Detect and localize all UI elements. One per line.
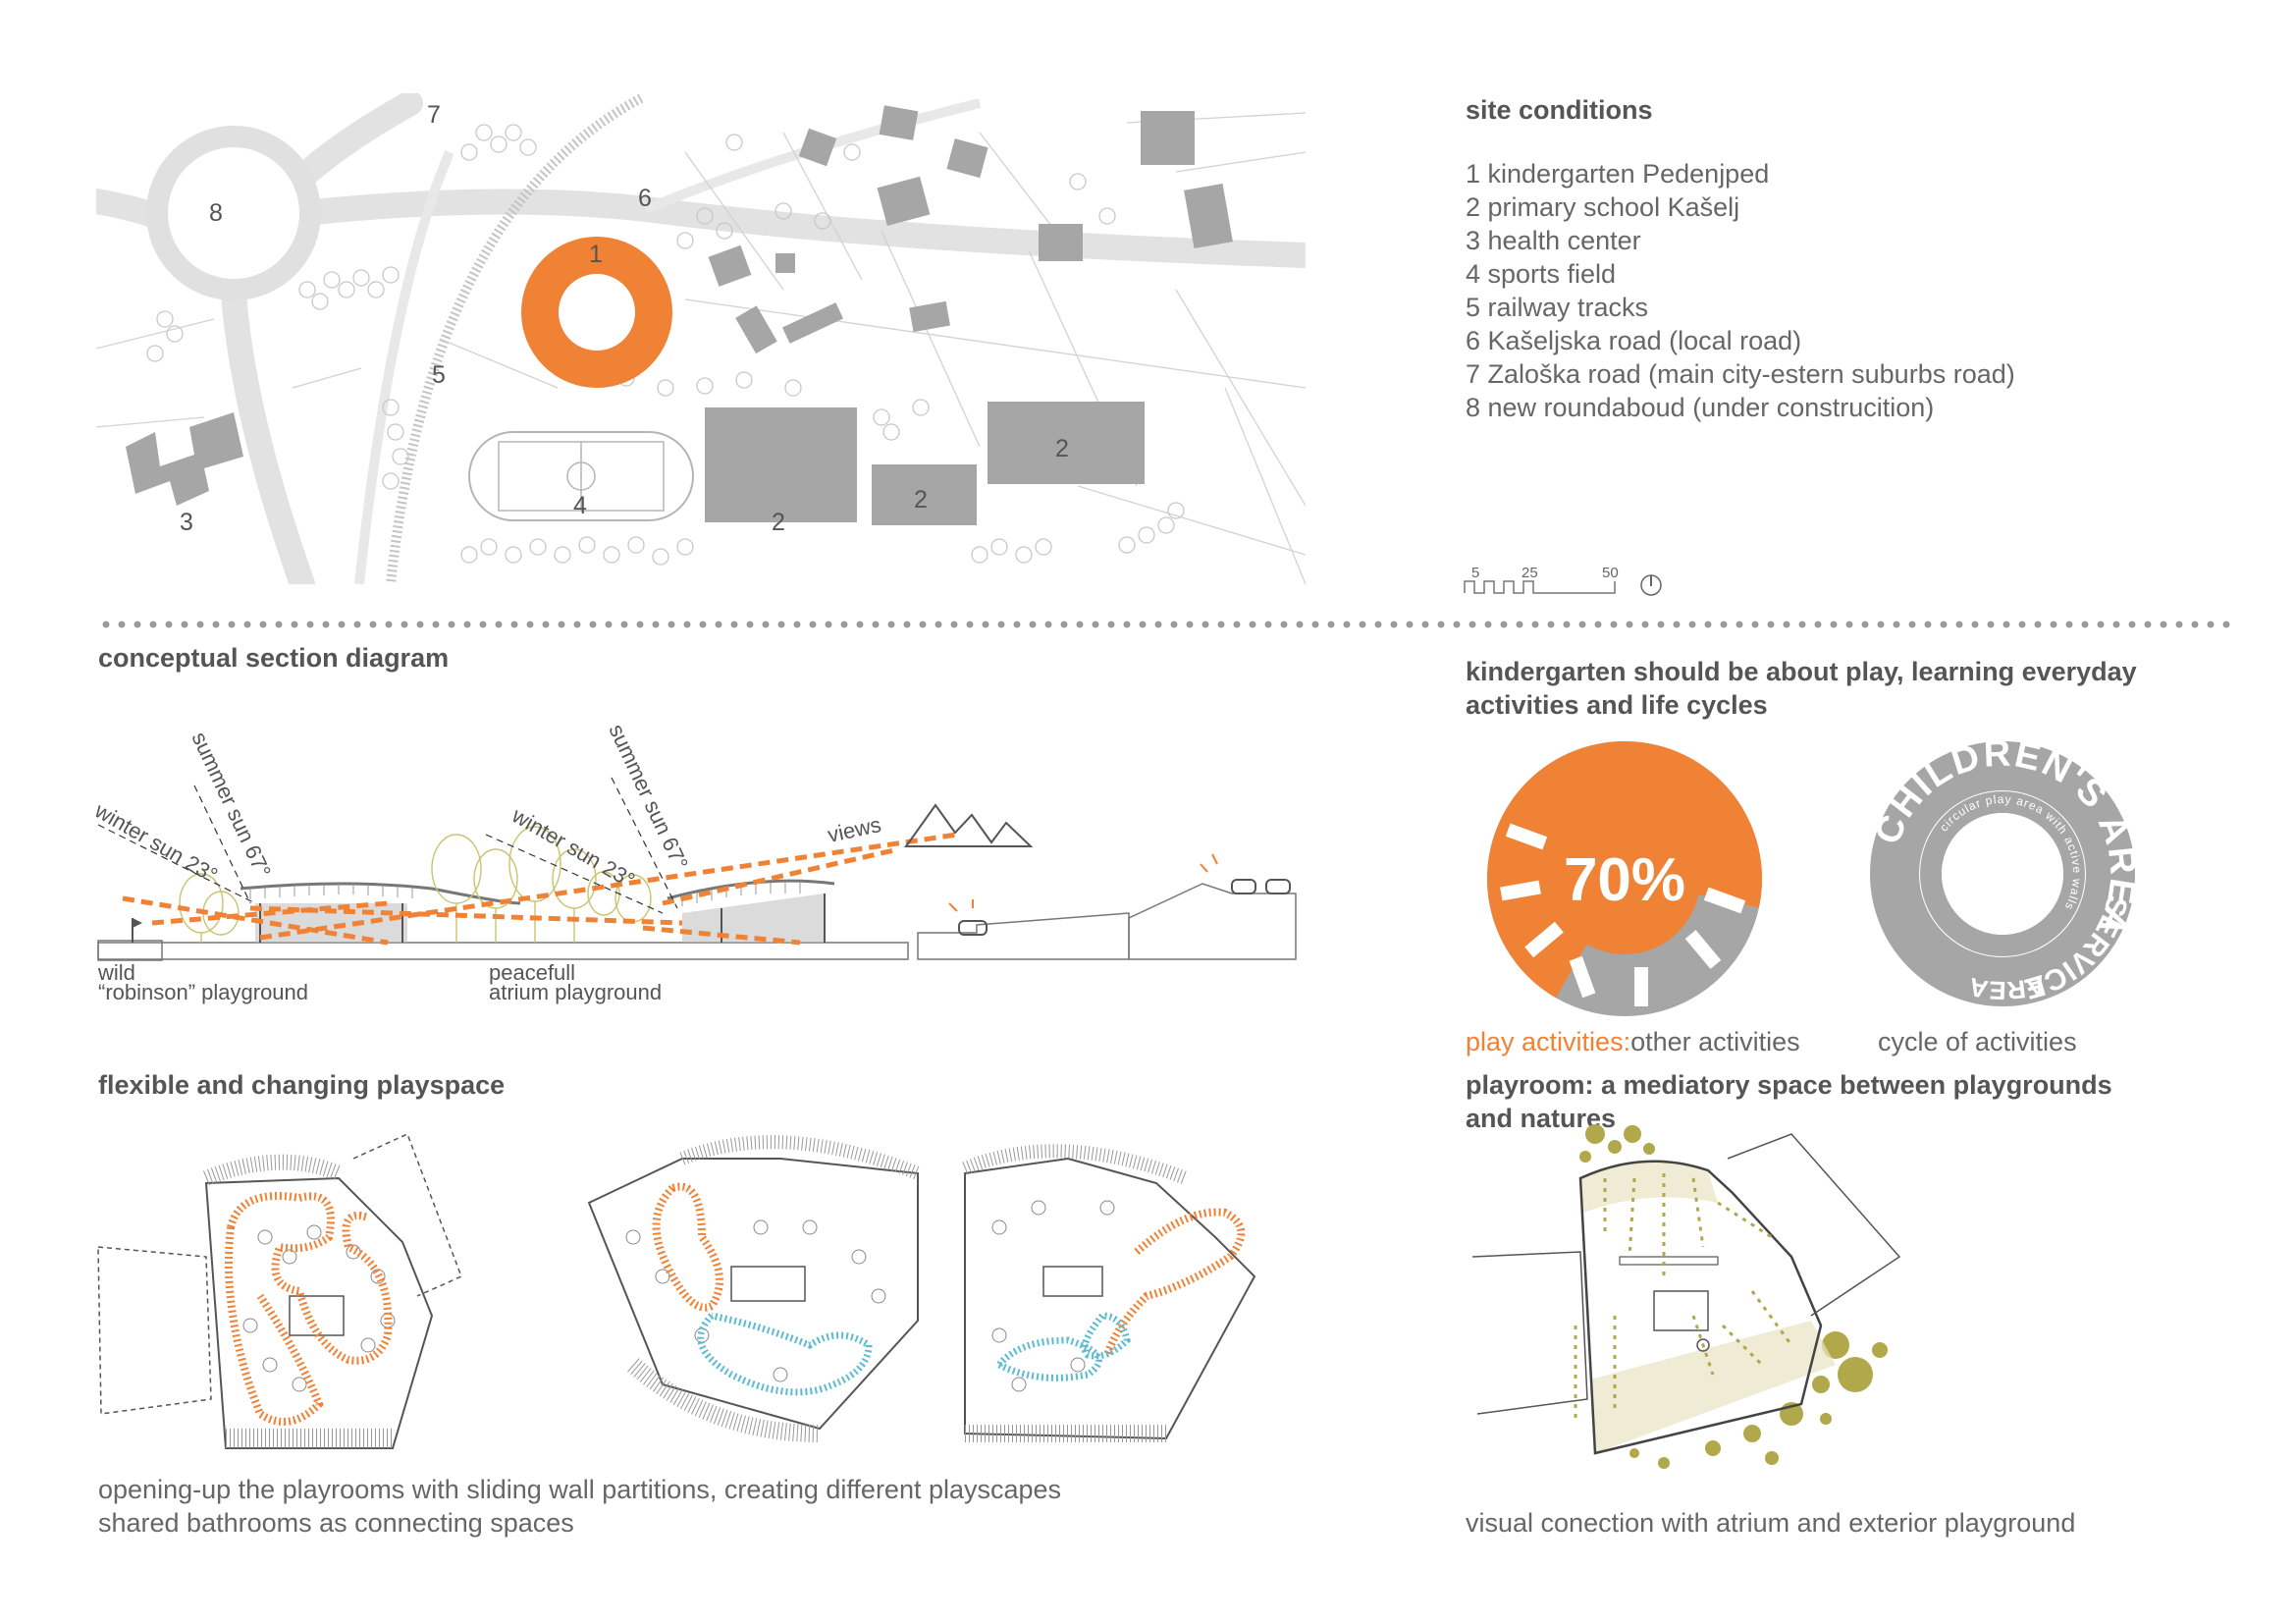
list-item: 7 Zaloška road (main city-estern suburbs… <box>1466 359 2015 389</box>
playspace-caption-line2: shared bathrooms as connecting spaces <box>98 1508 574 1538</box>
playspace-caption-line1: opening-up the playrooms with sliding wa… <box>98 1475 1062 1504</box>
map-label-2b: 2 <box>914 486 928 514</box>
site-conditions-list: 1 kindergarten Pedenjped 2 primary schoo… <box>1466 157 2015 424</box>
play-title-line2: activities and life cycles <box>1466 690 1768 720</box>
section-title: conceptual section diagram <box>98 643 450 673</box>
play-caption-other: other activities <box>1630 1027 1800 1056</box>
winter-sun-right-label: winter sun 23° <box>507 802 639 893</box>
playspace-plan-2 <box>587 1135 921 1442</box>
list-item: 1 kindergarten Pedenjped <box>1466 159 1770 189</box>
map-label-3: 3 <box>180 509 193 536</box>
playspace-plan-1 <box>97 1132 462 1449</box>
play-caption: play activities:other activities <box>1466 1025 1800 1058</box>
play-title-line1: kindergarten should be about play, learn… <box>1466 657 2137 686</box>
atrium-label: atrium playground <box>489 980 662 1004</box>
map-label-5: 5 <box>432 361 446 389</box>
views-label: views <box>826 812 883 847</box>
playroom-plan <box>1471 1124 1901 1469</box>
map-label-2a: 2 <box>772 509 785 536</box>
map-label-7: 7 <box>427 101 441 129</box>
playroom-caption: visual conection with atrium and exterio… <box>1466 1508 2076 1538</box>
play-caption-play: play activities <box>1466 1027 1624 1056</box>
cycle-of-activities-ring: CHILDREN'S AREA SERVICE AREA circular pl… <box>1867 733 2142 1006</box>
play-activities-pie: 70% <box>1487 741 1762 1016</box>
playspace-plan-3 <box>962 1144 1256 1442</box>
site-conditions-title: site conditions <box>1466 95 1653 125</box>
map-label-2c: 2 <box>1055 435 1069 462</box>
peacefull-label: peacefull <box>489 960 575 985</box>
list-item: 8 new roundaboud (under construcition) <box>1466 393 1935 422</box>
winter-sun-left-label: winter sun 23° <box>93 797 222 888</box>
wild-label: wild <box>97 960 135 985</box>
summer-sun-right-label: summer sun 67° <box>604 721 692 874</box>
list-item: 4 sports field <box>1466 259 1617 289</box>
map-label-6: 6 <box>638 185 652 212</box>
play-percent: 70% <box>1564 846 1685 914</box>
scale-label-25: 25 <box>1522 565 1538 581</box>
scale-bar: 5 25 50 <box>1464 565 1662 596</box>
site-plan-map: 1 2 2 2 3 4 5 6 7 8 <box>96 93 1306 584</box>
north-arrow-icon <box>1640 574 1662 596</box>
list-item: 3 health center <box>1466 226 1641 255</box>
list-item: 6 Kašeljska road (local road) <box>1466 326 1802 355</box>
dotted-divider <box>98 621 2233 628</box>
list-item: 2 primary school Kašelj <box>1466 192 1740 222</box>
map-label-1: 1 <box>589 241 603 268</box>
scale-label-5: 5 <box>1471 565 1479 581</box>
list-item: 5 railway tracks <box>1466 293 1649 322</box>
map-label-8: 8 <box>209 199 223 227</box>
playspace-title: flexible and changing playspace <box>98 1070 506 1100</box>
playroom-title-line1: playroom: a mediatory space between play… <box>1466 1070 2112 1100</box>
scale-label-50: 50 <box>1602 565 1619 581</box>
robinson-label: “robinson” playground <box>98 980 308 1004</box>
play-caption-sep: : <box>1623 1027 1631 1056</box>
cycle-caption: cycle of activities <box>1878 1027 2077 1056</box>
section-diagram: winter sun 23° summer sun 67° winter sun… <box>93 721 1297 1004</box>
map-label-4: 4 <box>573 492 587 519</box>
